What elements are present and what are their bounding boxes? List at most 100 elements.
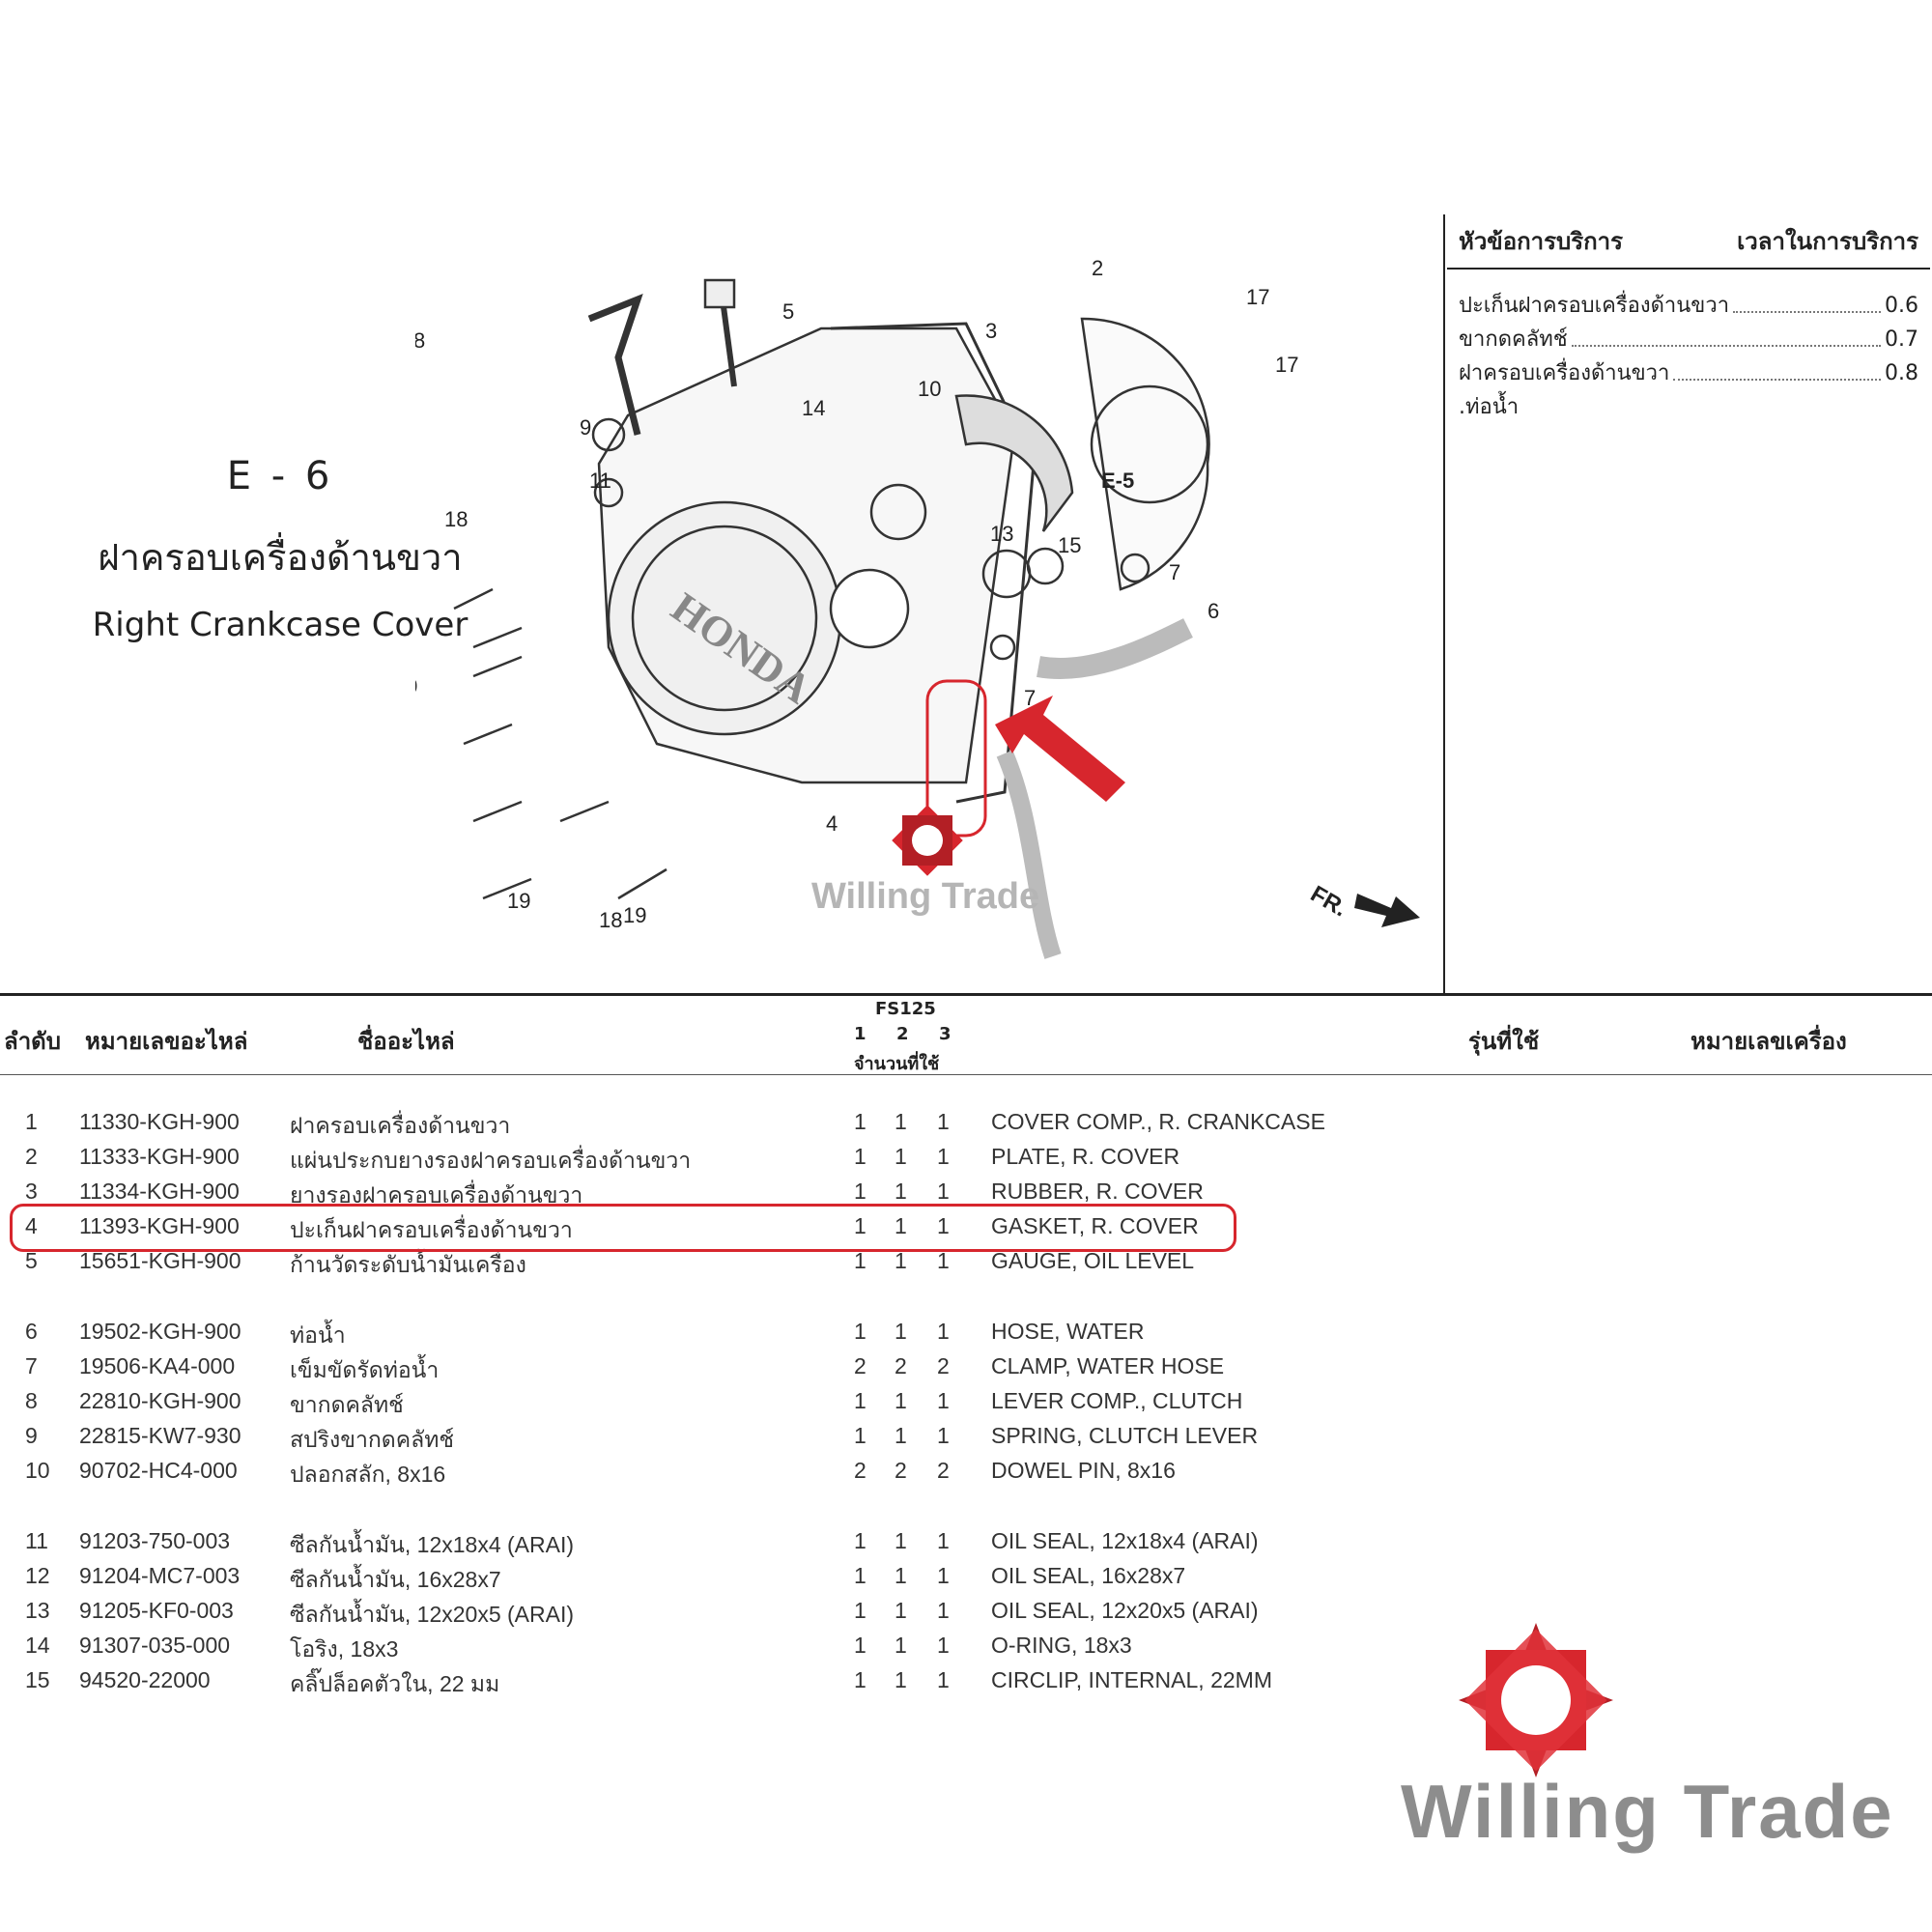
qty-1: 1 bbox=[854, 1144, 867, 1169]
qty-2: 1 bbox=[895, 1633, 907, 1658]
qty-1: 1 bbox=[854, 1248, 867, 1273]
svg-text:2: 2 bbox=[1092, 256, 1103, 280]
row-number: 1 bbox=[25, 1109, 38, 1134]
part-name-english: O-RING, 18x3 bbox=[991, 1633, 1132, 1658]
vertical-divider bbox=[1443, 214, 1445, 995]
part-number: 91203-750-003 bbox=[79, 1528, 231, 1553]
row-highlight bbox=[10, 1204, 1236, 1252]
header-rule bbox=[0, 993, 1932, 996]
qty-1: 1 bbox=[854, 1213, 867, 1238]
col-header-q3: 3 bbox=[939, 1024, 952, 1044]
row-number: 8 bbox=[25, 1388, 38, 1413]
part-number: 19506-KA4-000 bbox=[79, 1353, 236, 1378]
part-number: 11393-KGH-900 bbox=[79, 1213, 240, 1238]
qty-3: 1 bbox=[937, 1528, 950, 1553]
part-number: 11333-KGH-900 bbox=[79, 1144, 240, 1169]
direction-label: FR. bbox=[1306, 881, 1351, 923]
part-number: 22810-KGH-900 bbox=[79, 1388, 242, 1413]
svg-text:13: 13 bbox=[990, 522, 1013, 546]
svg-text:19: 19 bbox=[623, 903, 646, 927]
qty-3: 1 bbox=[937, 1248, 950, 1273]
svg-text:18: 18 bbox=[444, 507, 468, 531]
title-english: Right Crankcase Cover bbox=[92, 606, 469, 644]
qty-3: 1 bbox=[937, 1598, 950, 1623]
part-number: 15651-KGH-900 bbox=[79, 1248, 242, 1273]
qty-3: 1 bbox=[937, 1388, 950, 1413]
col-header-engine: หมายเลขเครื่อง bbox=[1690, 1028, 1847, 1055]
qty-3: 1 bbox=[937, 1109, 950, 1134]
qty-2: 1 bbox=[895, 1213, 907, 1238]
qty-3: 1 bbox=[937, 1423, 950, 1448]
qty-2: 1 bbox=[895, 1598, 907, 1623]
part-number: 94520-22000 bbox=[79, 1667, 211, 1692]
part-number: 91204-MC7-003 bbox=[79, 1563, 241, 1588]
qty-3: 2 bbox=[937, 1353, 950, 1378]
part-name-english: CLAMP, WATER HOSE bbox=[991, 1353, 1225, 1378]
row-number: 4 bbox=[25, 1213, 38, 1238]
part-name-english: PLATE, R. COVER bbox=[991, 1144, 1180, 1169]
row-number: 15 bbox=[25, 1667, 50, 1692]
qty-3: 1 bbox=[937, 1633, 950, 1658]
qty-1: 1 bbox=[854, 1109, 867, 1134]
part-name-english: OIL SEAL, 16x28x7 bbox=[991, 1563, 1186, 1588]
qty-2: 1 bbox=[895, 1179, 907, 1204]
qty-2: 1 bbox=[895, 1563, 907, 1588]
title-block: E - 6 ฝาครอบเครื่องด้านขวา Right Crankca… bbox=[39, 454, 522, 644]
svg-text:7: 7 bbox=[1169, 560, 1180, 584]
section-code: E - 6 bbox=[226, 454, 334, 498]
col-header-q2: 2 bbox=[896, 1024, 909, 1044]
row-number: 2 bbox=[25, 1144, 38, 1169]
qty-1: 2 bbox=[854, 1353, 867, 1378]
qty-3: 1 bbox=[937, 1667, 950, 1692]
brand-logo bbox=[1459, 1623, 1613, 1777]
row-number: 13 bbox=[25, 1598, 50, 1623]
svg-text:19: 19 bbox=[507, 889, 530, 913]
row-number: 12 bbox=[25, 1563, 50, 1588]
qty-1: 1 bbox=[854, 1423, 867, 1448]
col-header-part-no: หมายเลขอะไหล่ bbox=[85, 1028, 248, 1055]
direction-arrow bbox=[1354, 894, 1420, 927]
qty-2: 1 bbox=[895, 1423, 907, 1448]
part-name-english: DOWEL PIN, 8x16 bbox=[991, 1458, 1176, 1483]
col-header-qty: จำนวนที่ใช้ bbox=[854, 1054, 940, 1074]
qty-2: 2 bbox=[895, 1353, 907, 1378]
row-number: 9 bbox=[25, 1423, 38, 1448]
service-header: หัวข้อการบริการ เวลาในการบริการ bbox=[1447, 214, 1930, 270]
svg-text:8: 8 bbox=[415, 328, 425, 353]
col-header-q1: 1 bbox=[854, 1024, 867, 1044]
row-number: 11 bbox=[25, 1528, 48, 1553]
part-name-english: COVER COMP., R. CRANKCASE bbox=[991, 1109, 1325, 1134]
qty-2: 1 bbox=[895, 1388, 907, 1413]
row-number: 5 bbox=[25, 1248, 38, 1273]
brand-name: Willing Trade bbox=[1401, 1769, 1894, 1854]
part-name-english: HOSE, WATER bbox=[991, 1319, 1145, 1344]
qty-3: 1 bbox=[937, 1213, 950, 1238]
svg-text:11: 11 bbox=[589, 469, 611, 493]
qty-1: 1 bbox=[854, 1388, 867, 1413]
svg-text:10: 10 bbox=[918, 377, 941, 401]
qty-3: 2 bbox=[937, 1458, 950, 1483]
qty-1: 1 bbox=[854, 1667, 867, 1692]
svg-text:19: 19 bbox=[415, 674, 417, 698]
service-topic-label: หัวข้อการบริการ bbox=[1459, 228, 1624, 255]
exploded-parts-diagram: HONDA 4 2 3 5 6 7 7 8 9 10 11 12 13 14 1… bbox=[415, 256, 1420, 959]
part-name-english: LEVER COMP., CLUTCH bbox=[991, 1388, 1243, 1413]
service-item: .ท่อน้ำ bbox=[1459, 395, 1520, 419]
part-number: 11334-KGH-900 bbox=[79, 1179, 240, 1204]
col-header-name: ชื่ออะไหล่ bbox=[357, 1028, 455, 1055]
service-time-label: เวลาในการบริการ bbox=[1737, 228, 1918, 255]
qty-2: 1 bbox=[895, 1248, 907, 1273]
service-item: ขากดคลัทช์0.7 bbox=[1459, 323, 1918, 356]
part-number: 91307-035-000 bbox=[79, 1633, 231, 1658]
svg-text:5: 5 bbox=[782, 299, 794, 324]
